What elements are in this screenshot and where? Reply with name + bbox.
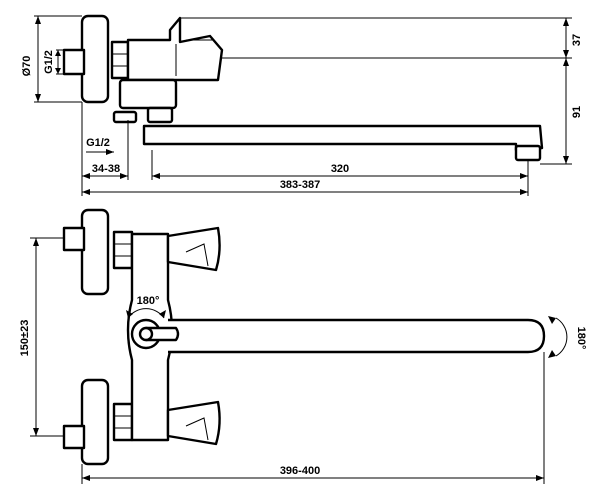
upper-wall-flange <box>80 208 110 296</box>
spout-front <box>168 318 546 354</box>
lower-inlet-pipe <box>62 424 86 450</box>
switch-knob <box>112 110 138 124</box>
dim-37-label: 37 <box>571 34 583 46</box>
dim-spout-label: 320 <box>331 163 349 175</box>
upper-inlet-pipe <box>62 226 86 252</box>
dim-thread-bottom-label: G1/2 <box>86 137 110 149</box>
upper-nut <box>112 230 134 270</box>
lower-wall-flange <box>80 378 110 466</box>
dim-offset-label: 34-38 <box>92 163 120 175</box>
lower-body <box>118 78 178 110</box>
dim-diameter-label: Ø70 <box>21 56 33 77</box>
wall-flange <box>80 14 110 104</box>
lower-nut <box>112 402 134 442</box>
front-elevation-view: 180° 180° 150±23 396-400 <box>19 208 587 484</box>
inlet-pipe <box>62 48 86 76</box>
dim-total-top-label: 383-387 <box>280 179 320 191</box>
side-elevation-view: 37 91 Ø70 G1/2 G1/2 34-38 320 383-3 <box>21 14 583 196</box>
diverter-lever <box>144 326 180 342</box>
spout-collar <box>146 106 174 124</box>
dim-rotation-spout-label: 180° <box>575 327 587 350</box>
dim-total-bottom-label: 396-400 <box>280 465 320 477</box>
dim-91-label: 91 <box>571 106 583 118</box>
spout-aerator <box>514 144 542 162</box>
connector-nut <box>110 40 130 80</box>
dim-rotation-switch-label: 180° <box>137 295 160 307</box>
diverter-hub <box>138 326 154 342</box>
dim-center-distance-label: 150±23 <box>19 320 31 357</box>
spout-side <box>142 124 544 152</box>
mixer-body <box>126 16 224 82</box>
dim-thread-left-label: G1/2 <box>43 50 55 74</box>
